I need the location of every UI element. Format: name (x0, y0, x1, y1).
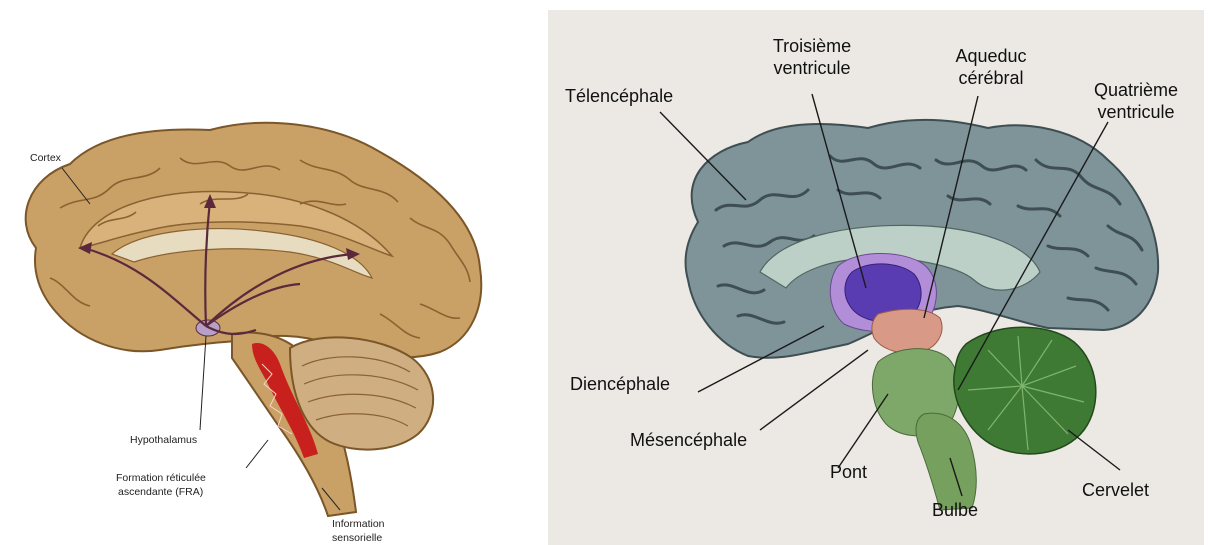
label-pont: Pont (830, 462, 867, 483)
label-quatrieme-line1: Quatrième (1084, 80, 1188, 101)
label-aqueduc-line2: cérébral (946, 68, 1036, 89)
label-bulbe: Bulbe (932, 500, 978, 521)
label-aqueduc-line1: Aqueduc (946, 46, 1036, 67)
left-brain-figure: Cortex Hypothalamus Formation réticulée … (0, 108, 500, 545)
label-info-line2: sensorielle (332, 532, 382, 544)
label-troisieme-line1: Troisième (756, 36, 868, 57)
right-brain-figure: Télencéphale Troisième ventricule Aquedu… (548, 10, 1204, 545)
label-hypothalamus: Hypothalamus (130, 434, 197, 446)
label-fra-line1: Formation réticulée (116, 472, 206, 484)
label-info-line1: Information (332, 518, 385, 530)
right-midbrain (872, 309, 942, 353)
label-diencephale: Diencéphale (570, 374, 670, 395)
right-medulla (916, 413, 976, 510)
label-mesencephale: Mésencéphale (630, 430, 747, 451)
label-troisieme-line2: ventricule (756, 58, 868, 79)
label-telencephale: Télencéphale (565, 86, 673, 107)
left-brain-illustration (0, 108, 500, 545)
label-cervelet: Cervelet (1082, 480, 1149, 501)
label-fra-line2: ascendante (FRA) (118, 486, 203, 498)
label-cortex: Cortex (30, 152, 61, 164)
label-quatrieme-line2: ventricule (1084, 102, 1188, 123)
